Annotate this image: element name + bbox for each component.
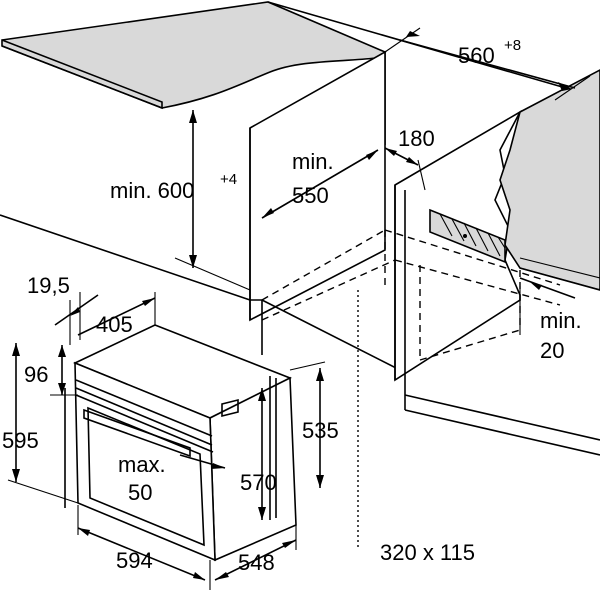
side-gap-label: min. [540, 308, 582, 333]
niche-depth-label: min. [292, 149, 334, 174]
dim-overall-height: 595 [2, 343, 79, 504]
dim-inner-height: 570 [240, 388, 277, 520]
vent-slot [429, 208, 506, 264]
counter-height-value: min. 600 [110, 178, 194, 203]
door-offset-value: 19,5 [27, 273, 70, 298]
overall-width-value: 594 [116, 548, 153, 573]
overall-depth-value: 548 [238, 550, 275, 575]
dim-overall-width: 594 [77, 505, 211, 590]
handle-value: 50 [128, 480, 152, 505]
niche-width-value: 560 [458, 43, 495, 68]
dim-body-height: 535 [289, 361, 339, 488]
niche-width-tolerance: +8 [504, 37, 521, 54]
dim-rear-gap: 180 [384, 126, 435, 191]
panel-height-value: 96 [24, 362, 48, 387]
cabinet-base-line [0, 214, 251, 301]
dim-overall-depth: 548 [214, 525, 297, 581]
dim-niche-depth: min. 550 [261, 149, 379, 219]
niche-depth-value: 550 [292, 183, 329, 208]
vent-screw [463, 234, 467, 238]
countertop-surface [1, 1, 387, 109]
oven-handle [83, 408, 191, 458]
oven-knob [221, 398, 239, 418]
dim-door-offset: 19,5 [27, 273, 99, 345]
dim-niche-width: 560 +8 [384, 27, 591, 101]
dim-panel-height: 96 [24, 345, 78, 396]
dim-top-depth: 405 [77, 292, 156, 337]
counter-height-tolerance: +4 [220, 171, 237, 188]
dim-side-gap: min. 20 [519, 277, 582, 363]
inner-height-value: 570 [240, 470, 277, 495]
dim-handle: max. 50 [118, 452, 226, 505]
vent-opening-value: 320 x 115 [380, 540, 475, 565]
oven-front [74, 361, 216, 562]
countertop [1, 1, 387, 110]
handle-label: max. [118, 452, 166, 477]
body-height-value: 535 [302, 418, 339, 443]
oven [64, 324, 297, 562]
top-depth-value: 405 [96, 312, 133, 337]
dim-counter-height: min. 600 +4 [110, 110, 251, 291]
side-gap-value: 20 [540, 338, 564, 363]
overall-height-value: 595 [2, 428, 39, 453]
rear-gap-value: 180 [398, 126, 435, 151]
